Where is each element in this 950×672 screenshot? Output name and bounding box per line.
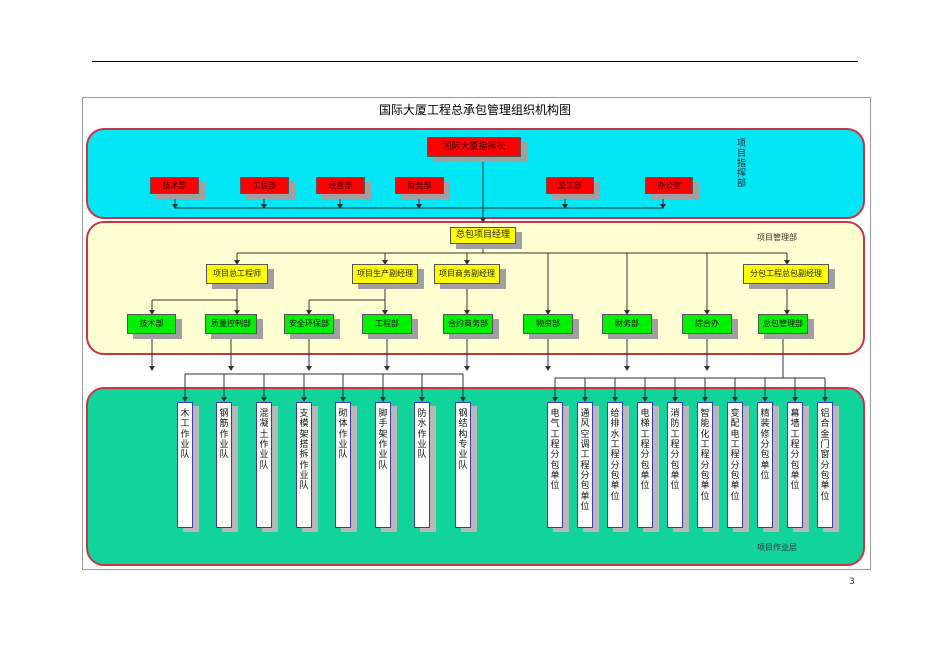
subcontractor-column: 铝合金门窗分包单位	[817, 402, 833, 528]
layer-label-top: 项目指挥部	[735, 138, 745, 188]
layer-label-middle: 项目管理部	[757, 233, 797, 242]
work-team-column: 防水作业队	[414, 402, 430, 528]
work-team-column: 脚手架作业队	[375, 402, 391, 528]
mid-dept-finance: 财务部	[602, 314, 652, 334]
top-dept-finance: 财务部	[395, 177, 444, 194]
mid-dept-subcontract-mgmt: 总包管理部	[758, 314, 808, 334]
subcontractor-column: 幕墙工程分包单位	[787, 402, 803, 528]
work-team-column: 混凝土作业队	[256, 402, 272, 528]
work-team-column: 木工作业队	[177, 402, 193, 528]
subcontractor-column: 给排水工程分包单位	[607, 402, 623, 528]
work-team-column: 支模架搭拆作业队	[296, 402, 312, 528]
diagram-title: 国际大厦工程总承包管理组织机构图	[378, 103, 571, 117]
top-dept-engineering: 工程部	[240, 177, 289, 194]
subcontractor-column: 电气工程分包单位	[547, 402, 563, 528]
page-number: 3	[849, 577, 855, 587]
subcontractor-column: 变配电工程分包单位	[727, 402, 743, 528]
commander-box: 国际大厦指挥长	[427, 137, 521, 157]
deputy-chief-engineer: 项目总工程师	[206, 264, 268, 284]
general-manager-box: 总包项目经理	[450, 227, 516, 244]
subcontractor-column: 智能化工程分包单位	[697, 402, 713, 528]
mid-dept-quality: 质量控制部	[205, 314, 257, 334]
subcontractor-column: 消防工程分包单位	[667, 402, 683, 528]
mid-dept-engineering: 工程部	[362, 314, 412, 334]
work-team-column: 钢筋作业队	[216, 402, 232, 528]
top-dept-technical: 技术部	[150, 177, 199, 194]
mid-dept-general-office: 综合办	[682, 314, 732, 334]
work-team-column: 砌体作业队	[335, 402, 351, 528]
mid-dept-contracts: 合约商务部	[443, 314, 493, 334]
mid-dept-materials: 物资部	[523, 314, 573, 334]
mid-dept-safety: 安全环保部	[284, 314, 334, 334]
work-team-column: 钢结构专业队	[455, 402, 471, 528]
top-dept-business: 经营部	[316, 177, 365, 194]
header-rule	[92, 61, 858, 62]
panel-command	[86, 128, 865, 219]
top-dept-office: 办公室	[645, 177, 693, 194]
subcontractor-column: 精装修分包单位	[757, 402, 773, 528]
deputy-subcontract: 分包工程总包副经理	[743, 264, 829, 284]
deputy-commercial: 项目商务副经理	[434, 264, 500, 284]
deputy-production: 项目生产副经理	[352, 264, 418, 284]
subcontractor-column: 通风空调工程分包单位	[577, 402, 593, 528]
mid-dept-technical: 技术部	[127, 314, 176, 334]
top-dept-supervision: 监工部	[546, 177, 594, 194]
layer-label-bottom: 项目作业层	[757, 543, 797, 552]
subcontractor-column: 电梯工程分包单位	[637, 402, 653, 528]
